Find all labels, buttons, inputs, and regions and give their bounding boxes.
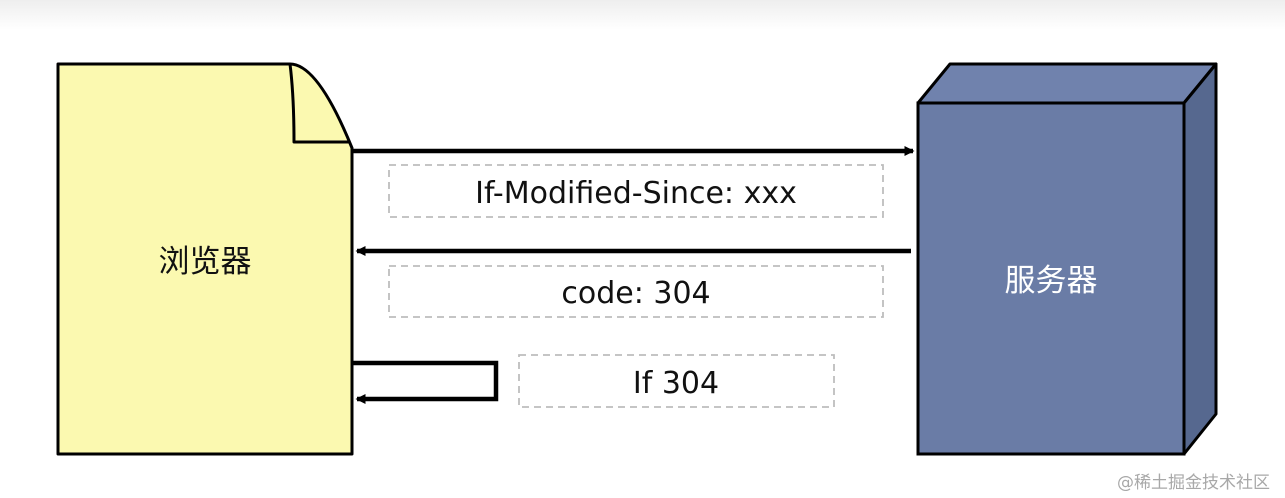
request-label: If-Modified-Since: xxx <box>475 176 797 211</box>
browser-document-shape <box>56 62 354 456</box>
server-front-face <box>916 101 1186 456</box>
browser-page-fold <box>288 63 350 144</box>
server-top-face <box>916 62 1218 105</box>
response-label-box <box>388 265 884 318</box>
response-label: code: 304 <box>561 276 710 311</box>
self-check-loop-arrow <box>352 360 499 404</box>
server-node: 服务器 <box>916 62 1218 456</box>
request-label-box <box>388 164 884 218</box>
server-side-face <box>1182 62 1218 456</box>
watermark-text: @稀土掘金技术社区 <box>1117 473 1270 493</box>
self-check-label: If 304 <box>633 366 719 401</box>
self-check-label-box <box>518 354 835 408</box>
top-shade <box>0 0 1285 30</box>
browser-node: 浏览器 <box>56 62 354 456</box>
server-label: 服务器 <box>1005 263 1098 299</box>
browser-label: 浏览器 <box>159 244 252 280</box>
